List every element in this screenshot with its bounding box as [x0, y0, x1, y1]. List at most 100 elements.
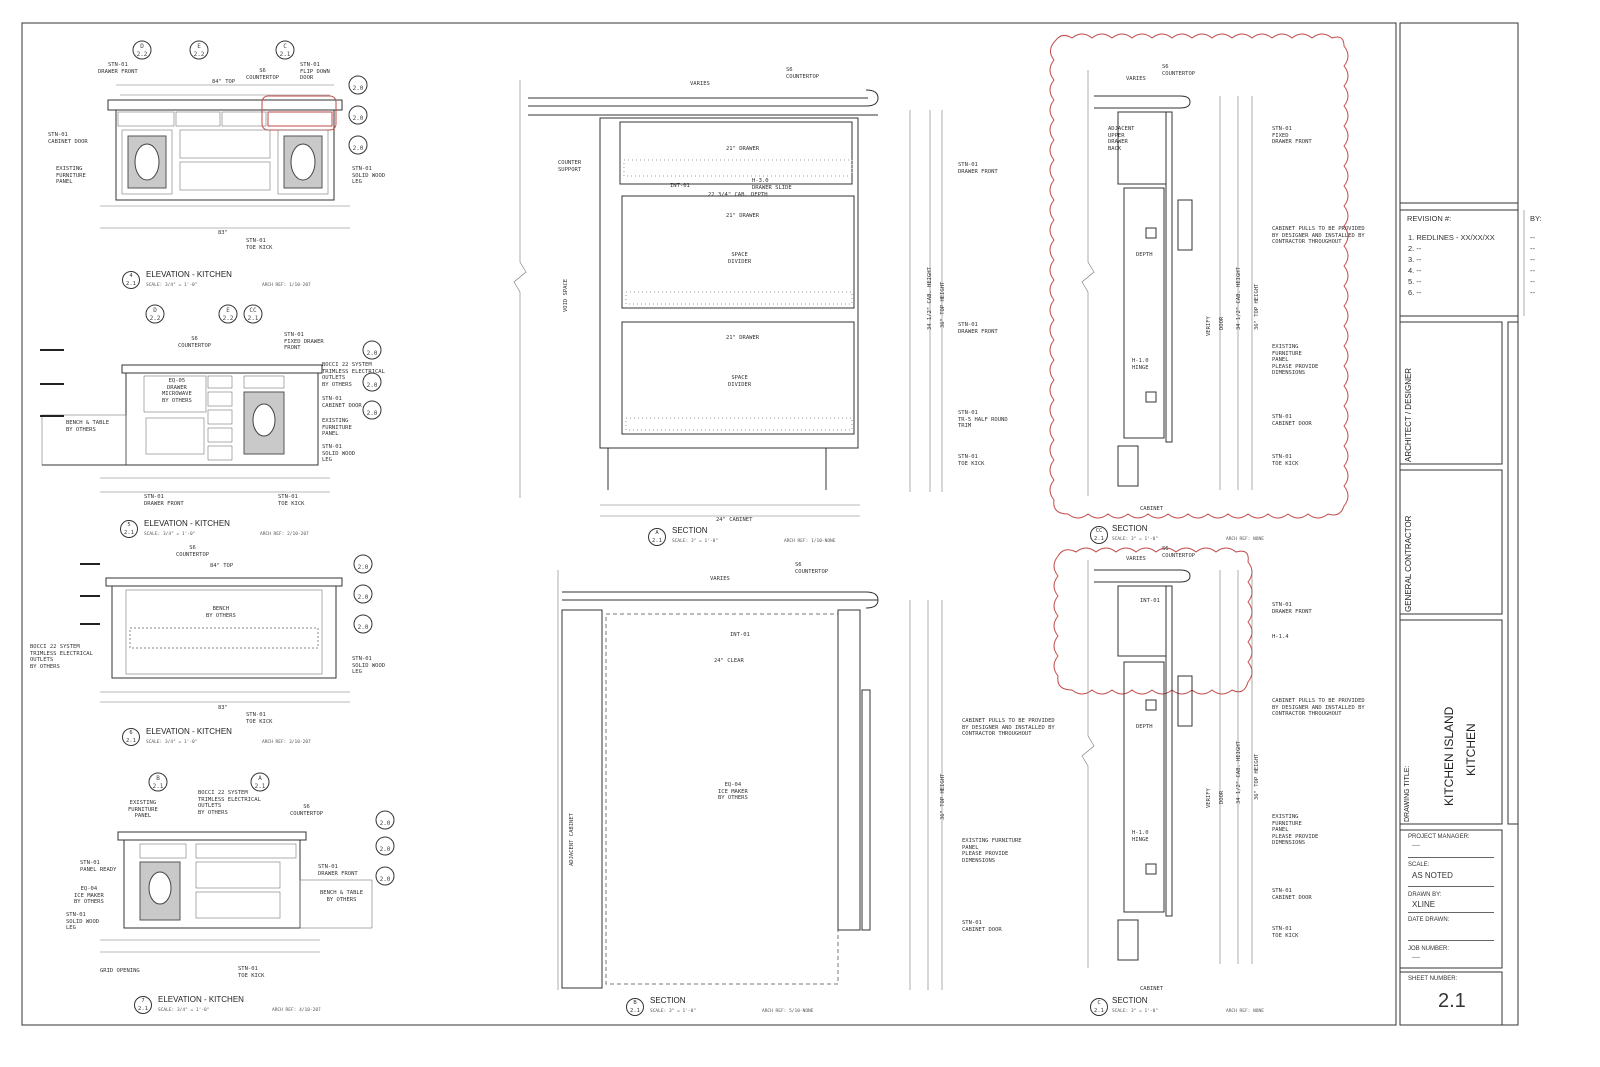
svg-text:B: B [156, 775, 160, 782]
svg-text:2.2: 2.2 [194, 51, 205, 58]
note-toe-kick-5: STN-01 TOE KICK [278, 494, 305, 507]
dim-top-height-cc: 36" TOP HEIGHT [1254, 283, 1260, 330]
elevation-4 [100, 84, 350, 229]
svg-text:2.0: 2.0 [380, 820, 391, 827]
note-toe-kick-a: STN-01 TOE KICK [958, 454, 985, 467]
note-cabinet-door-b: STN-01 CABINET DOOR [962, 920, 1002, 933]
note-solid-leg: STN-01 SOLID WOOD LEG [352, 166, 386, 185]
note-toe-kick: STN-01 TOE KICK [246, 238, 273, 251]
drawing-title-2: KITCHEN [1464, 723, 1478, 776]
note-solid-leg-6: STN-01 SOLID WOOD LEG [352, 656, 386, 675]
note-drawer-front-c: STN-01 DRAWER FRONT [1272, 602, 1312, 615]
svg-text:E: E [197, 43, 201, 50]
note-ice-maker-b: EQ-04 ICE MAKER BY OTHERS [718, 782, 748, 801]
note-fixed-drawer-front: STN-01 FIXED DRAWER FRONT [284, 332, 324, 351]
svg-text:2.0: 2.0 [358, 594, 369, 601]
section-bubbles-7: B2.1 A2.1 2.0 2.0 2.0 [148, 772, 395, 886]
field-divider [1408, 912, 1494, 913]
note-cab-depth: 22 3/4" CAB. DEPTH [708, 192, 768, 198]
scale-label: SCALE: [1408, 862, 1430, 868]
note-half-round: STN-01 TR-5 HALF ROUND TRIM [958, 410, 1008, 429]
revision-row: 5. -- [1408, 277, 1422, 286]
dim-verify-cc: VERIFY [1206, 316, 1212, 336]
section-cc [1049, 33, 1349, 519]
dim-cab-height-c: 34 1/2" CAB. HEIGHT [1236, 741, 1242, 804]
note-pulls-cc: CABINET PULLS TO BE PROVIDED BY DESIGNER… [1272, 226, 1365, 245]
general-contractor-label: GENERAL CONTRACTOR [1404, 515, 1413, 612]
svg-text:2.0: 2.0 [353, 145, 364, 152]
section-c [1053, 547, 1253, 968]
note-existing-dims-c: EXISTING FURNITURE PANEL PLEASE PROVIDE … [1272, 814, 1319, 846]
svg-text:2.0: 2.0 [367, 350, 378, 357]
scale-value: AS NOTED [1412, 871, 1453, 880]
job-number-label: JOB NUMBER: [1408, 946, 1450, 952]
note-drawer-21-top: 21" DRAWER [726, 146, 760, 152]
note-cabinet-door-c: STN-01 CABINET DOOR [1272, 888, 1312, 901]
note-existing-dims-cc: EXISTING FURNITURE PANEL PLEASE PROVIDE … [1272, 344, 1319, 376]
note-hinge-c: H-1.0 HINGE [1132, 830, 1149, 843]
note-ice-maker-7: EQ-04 ICE MAKER BY OTHERS [74, 886, 104, 905]
note-toe-kick-c: STN-01 TOE KICK [1272, 926, 1299, 939]
note-countertop-5: S6 COUNTERTOP [178, 336, 212, 349]
note-existing-panel-7: EXISTING FURNITURE PANEL [128, 800, 158, 819]
job-number-value: ---- [1412, 955, 1420, 961]
svg-text:2.0: 2.0 [358, 624, 369, 631]
revision-row: 4. -- [1408, 266, 1422, 275]
section-bubbles-4: D2.2 E2.2 C2.1 2.0 2.0 2.0 [132, 40, 368, 155]
title-block-lines [1399, 22, 1525, 1026]
drawn-by-label: DRAWN BY: [1408, 892, 1442, 898]
dim-84-top-6: 84" TOP [210, 563, 234, 569]
dim-84-top: 84" TOP [212, 79, 236, 85]
note-varies-a: VARIES [690, 81, 710, 87]
note-adjacent-upper: ADJACENT UPPER DRAWER BACK [1108, 126, 1135, 152]
dim-top-height-b: 36" TOP HEIGHT [940, 773, 946, 820]
svg-text:2.0: 2.0 [380, 876, 391, 883]
revision-row: 2. -- [1408, 244, 1422, 253]
note-drawer-front-a2: STN-01 DRAWER FRONT [958, 322, 998, 335]
note-adjacent-cabinet: ADJACENT CABINET [569, 813, 575, 866]
note-existing-dims-b: EXISTING FURNITURE PANEL PLEASE PROVIDE … [962, 838, 1022, 864]
svg-text:2.0: 2.0 [367, 410, 378, 417]
project-manager-value: ---- [1412, 843, 1420, 849]
note-pulls-c: CABINET PULLS TO BE PROVIDED BY DESIGNER… [1272, 698, 1365, 717]
svg-text:A: A [258, 775, 262, 782]
dim-cabinet-24: 24" CABINET [716, 517, 753, 523]
note-cabinet-cc: CABINET [1140, 506, 1164, 512]
note-solid-leg-5: STN-01 SOLID WOOD LEG [322, 444, 356, 463]
field-divider [1408, 886, 1494, 887]
note-drawer-21-mid: 21" DRAWER [726, 213, 760, 219]
note-existing-panel-5: EXISTING FURNITURE PANEL [322, 418, 352, 437]
drawn-by-value: XLINE [1412, 900, 1436, 909]
revision-row: 3. -- [1408, 255, 1422, 264]
section-b [557, 570, 943, 990]
note-bocci-7: BOCCI 22 SYSTEM TRIMLESS ELECTRICAL OUTL… [198, 790, 261, 816]
elevation-6 [80, 563, 350, 703]
revision-row: 1. REDLINES - XX/XX/XX [1408, 233, 1495, 242]
project-manager-label: PROJECT MANAGER: [1408, 834, 1470, 840]
note-existing-panel: EXISTING FURNITURE PANEL [56, 166, 86, 185]
dim-top-height-c: 36" TOP HEIGHT [1254, 753, 1260, 800]
note-stn01-drawer-front: STN-01 DRAWER FRONT [98, 62, 138, 75]
date-drawn-label: DATE DRAWN: [1408, 917, 1450, 923]
svg-text:2.2: 2.2 [223, 315, 234, 322]
svg-text:2.1: 2.1 [255, 783, 266, 790]
note-solid-leg-7: STN-01 SOLID WOOD LEG [66, 912, 100, 931]
note-varies-cc: VARIES [1126, 76, 1146, 82]
svg-text:D: D [140, 43, 144, 50]
note-cabinet-door-5: STN-01 CABINET DOOR [322, 396, 362, 409]
note-drawer-front-7: STN-01 DRAWER FRONT [318, 864, 358, 877]
dim-verify-c: VERIFY [1206, 788, 1212, 808]
architect-designer-label: ARCHITECT / DESIGNER [1404, 367, 1413, 462]
svg-text:C: C [283, 43, 287, 50]
note-varies-b: VARIES [710, 576, 730, 582]
svg-text:2.0: 2.0 [367, 382, 378, 389]
note-drawer-21-bot: 21" DRAWER [726, 335, 760, 341]
note-panel-ready: STN-01 PANEL READY [80, 860, 117, 873]
svg-text:D: D [153, 307, 157, 314]
note-flip-down-door: STN-01 FLIP DOWN DOOR [300, 62, 330, 81]
elevation-5 [40, 349, 330, 493]
section-bubbles-5: D2.2 E2.2 CC2.1 2.0 2.0 2.0 [145, 304, 382, 420]
dim-clear-24: 24" CLEAR [714, 658, 744, 664]
drawing-title-1: KITCHEN ISLAND [1442, 706, 1456, 806]
